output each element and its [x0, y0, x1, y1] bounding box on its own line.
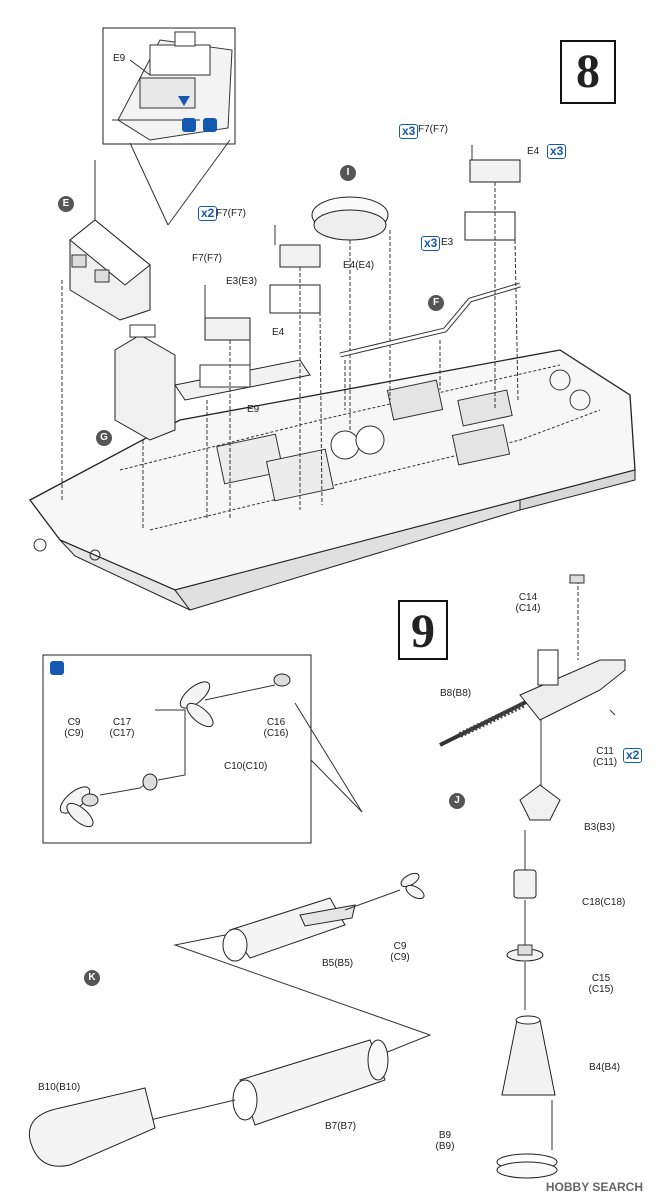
- label-e4-e4: E4(E4): [343, 260, 375, 271]
- label-c11-paren: (C11): [592, 757, 618, 768]
- callout-k: K: [84, 970, 100, 986]
- label-f7-left: F7(F7): [192, 253, 222, 264]
- label-c9-paren: (C9): [64, 728, 84, 739]
- callout-f: F: [428, 295, 444, 311]
- multiplier-x3-e3: x3: [420, 236, 441, 251]
- callout-i: I: [340, 165, 356, 181]
- label-b9-paren: (B9): [435, 1141, 455, 1152]
- label-b10: B10(B10): [38, 1082, 81, 1093]
- label-c16-paren: (C16): [263, 728, 289, 739]
- label-b3: B3(B3): [584, 822, 616, 833]
- multiplier-x2-f7: x2: [197, 206, 218, 221]
- watermark: HOBBY SEARCH: [545, 1180, 643, 1194]
- label-c10: C10(C10): [224, 761, 268, 772]
- label-f7-x2: F7(F7): [216, 208, 246, 219]
- label-e9-mid: E9: [247, 404, 260, 415]
- callout-g: G: [96, 430, 112, 446]
- label-c11: C11: [596, 746, 614, 757]
- label-c14-paren: (C14): [515, 603, 541, 614]
- label-c15: C15: [591, 973, 611, 984]
- label-c18: C18(C18): [582, 897, 626, 908]
- callout-e: E: [58, 196, 74, 212]
- callout-j: J: [449, 793, 465, 809]
- step-9-number: 9: [398, 600, 448, 660]
- label-b7: B7(B7): [325, 1121, 357, 1132]
- label-e4-mid: E4: [272, 327, 285, 338]
- multiplier-x2-c11: x2: [622, 748, 643, 763]
- label-b5: B5(B5): [322, 958, 354, 969]
- label-f7-top: F7(F7): [418, 124, 448, 135]
- label-c15-paren: (C15): [588, 984, 614, 995]
- label-c9-torpedo-paren: (C9): [390, 952, 410, 963]
- propeller-detail-box: [42, 654, 312, 844]
- multiplier-x3-e4: x3: [546, 144, 567, 159]
- label-c9-torpedo: C9: [393, 941, 407, 952]
- step-8-number: 8: [560, 40, 616, 104]
- label-c9: C9: [67, 717, 81, 728]
- multiplier-x3-f7: x3: [398, 124, 419, 139]
- label-b9: B9: [438, 1130, 452, 1141]
- label-c17: C17: [112, 717, 132, 728]
- label-c16: C16: [266, 717, 286, 728]
- label-e4-top: E4: [527, 146, 540, 157]
- label-e3-right: E3: [441, 237, 454, 248]
- label-e9-inset: E9: [113, 53, 126, 64]
- label-c14: C14: [518, 592, 538, 603]
- label-e3-e3: E3(E3): [226, 276, 258, 287]
- label-b4: B4(B4): [589, 1062, 621, 1073]
- label-c17-paren: (C17): [109, 728, 135, 739]
- label-b8: B8(B8): [440, 688, 472, 699]
